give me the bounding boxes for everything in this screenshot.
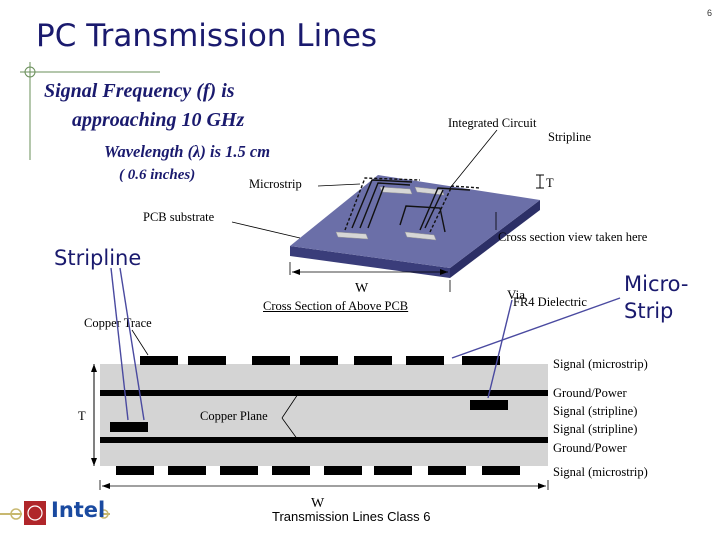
- stripline-trace-1: [110, 422, 148, 432]
- w-bottom-label: W: [311, 496, 325, 511]
- board-front-face: [290, 246, 450, 278]
- via-label: Via: [507, 287, 525, 302]
- t-left-label: T: [78, 409, 86, 423]
- integrated-circuit-label: Integrated Circuit: [448, 116, 537, 130]
- board-top-face: [290, 175, 540, 268]
- top-microstrip-traces: [140, 356, 500, 365]
- signal-stripline-label-1: Signal (stripline): [553, 404, 638, 418]
- frequency-line1: Signal Frequency (f) is: [44, 80, 235, 102]
- cross-section-title: Cross Section of Above PCB: [263, 299, 409, 313]
- wavelength-text: Wavelength (λ) is 1.5 cm: [104, 142, 271, 161]
- copper-plane-label: Copper Plane: [200, 409, 268, 423]
- ground-power-label-2: Ground/Power: [553, 441, 627, 455]
- ic-chip-3: [379, 186, 413, 195]
- signal-stripline-label-2: Signal (stripline): [553, 422, 638, 436]
- intel-logo: Intel: [51, 498, 106, 522]
- fr4-label: FR4 Dielectric: [513, 295, 587, 309]
- inches-text: ( 0.6 inches): [119, 167, 196, 183]
- strip-label: Strip: [624, 299, 674, 323]
- pcb-traces: [351, 179, 471, 233]
- signal-microstrip-bottom-label: Signal (microstrip): [553, 465, 648, 479]
- microstrip-top-label: Microstrip: [249, 177, 302, 191]
- ground-power-label-1: Ground/Power: [553, 386, 627, 400]
- board-right-face: [450, 200, 540, 278]
- w-mid-label: W: [355, 281, 369, 296]
- logo-seal: [24, 501, 46, 525]
- ic-chip-4: [414, 186, 445, 196]
- ic-chip-1: [335, 231, 369, 240]
- ground-power-plane-2: [100, 437, 548, 443]
- leader-arrows: [110, 267, 621, 421]
- micro-label: Micro-: [624, 272, 689, 296]
- ground-power-plane-1: [100, 390, 548, 396]
- stripline-top-label: Stripline: [548, 130, 592, 144]
- frequency-line2: approaching 10 GHz: [72, 109, 245, 131]
- slide-number: 6: [706, 8, 712, 18]
- dielectric-body: [100, 364, 548, 466]
- footer-text: Transmission Lines Class 6: [272, 509, 431, 524]
- stripline-big-label: Stripline: [54, 246, 142, 270]
- signal-microstrip-top-label: Signal (microstrip): [553, 357, 648, 371]
- t-top-label: T: [546, 176, 554, 190]
- stripline-trace-2: [470, 400, 508, 410]
- cross-section-view-label: Cross section view taken here: [498, 230, 648, 244]
- pcb-substrate-label: PCB substrate: [143, 210, 215, 224]
- ic-chip-2: [404, 231, 437, 241]
- page-title: PC Transmission Lines: [36, 18, 378, 54]
- bottom-microstrip-traces: [116, 466, 520, 475]
